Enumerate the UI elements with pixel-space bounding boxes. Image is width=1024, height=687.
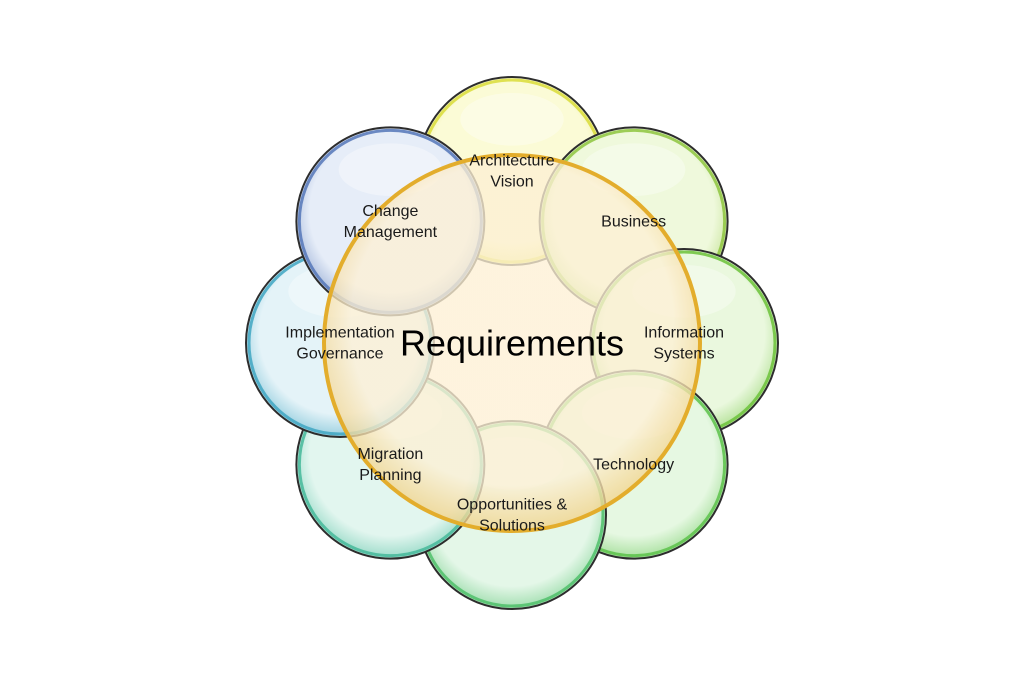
change-management-label-line: Management — [344, 224, 438, 241]
migration-planning-label-line: Planning — [359, 467, 421, 484]
opportunities-solutions-label-line: Solutions — [479, 518, 545, 535]
requirements-circle — [322, 153, 702, 533]
business-label: Business — [601, 213, 666, 230]
center-circle-group: Requirements — [322, 153, 702, 533]
technology-label-line: Technology — [593, 457, 674, 474]
architecture-vision-highlight — [460, 92, 564, 146]
architecture-vision-label-line: Vision — [490, 174, 533, 191]
implementation-governance-label-line: Implementation — [285, 325, 394, 342]
information-systems-label-line: Information — [644, 325, 724, 342]
technology-label: Technology — [593, 457, 674, 474]
opportunities-solutions-label-line: Opportunities & — [457, 497, 568, 514]
architecture-vision-label-line: Architecture — [469, 153, 554, 170]
information-systems-label-line: Systems — [653, 346, 714, 363]
business-label-line: Business — [601, 213, 666, 230]
migration-planning-label-line: Migration — [357, 446, 423, 463]
change-management-label-line: Change — [362, 203, 418, 220]
requirements-label: Requirements — [400, 323, 624, 364]
implementation-governance-label-line: Governance — [296, 346, 383, 363]
opportunities-solutions-label: Opportunities & Solutions — [457, 497, 568, 535]
